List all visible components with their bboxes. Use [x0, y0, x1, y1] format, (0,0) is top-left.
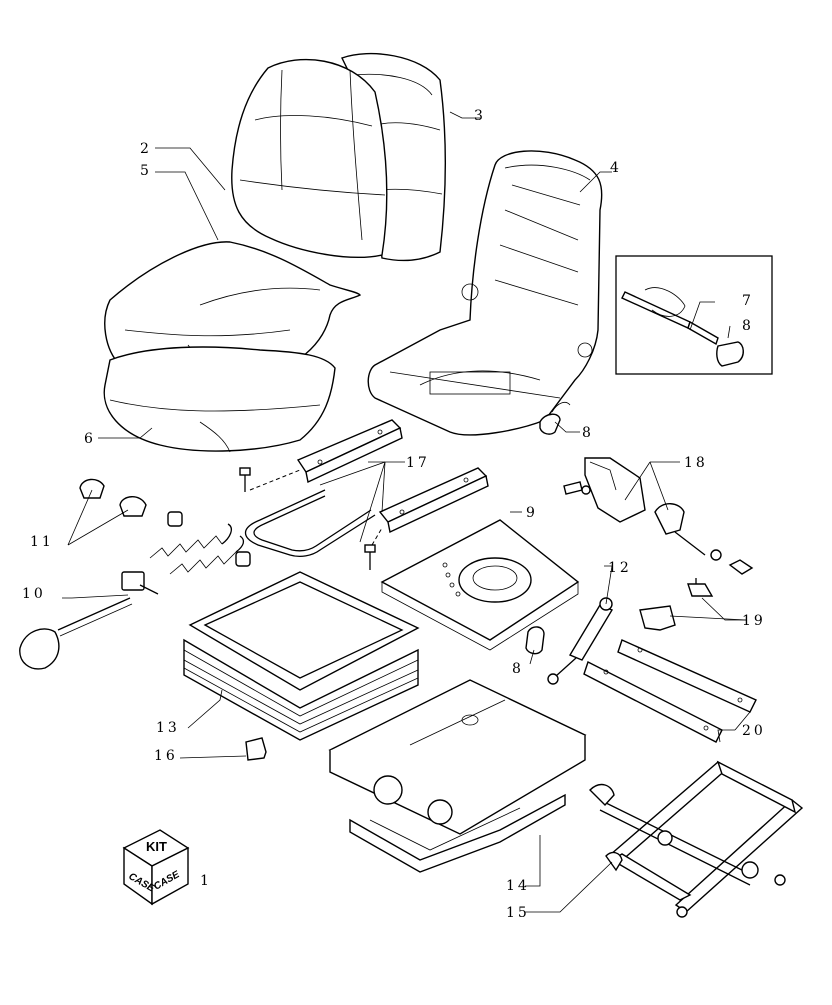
callout-8-inset: 8: [742, 318, 754, 334]
bolt-17a: [239, 467, 301, 492]
cap-16: [245, 737, 267, 761]
callout-14: 14: [506, 878, 530, 894]
backrest-cushion-front: [231, 58, 388, 258]
bushing-part: [539, 401, 571, 435]
callout-4: 4: [610, 160, 622, 176]
kit-box: KIT CASE CASE: [122, 829, 190, 906]
detail-inset-box: [615, 255, 773, 375]
seat-cushion-base: [103, 346, 336, 453]
callout-17: 17: [406, 455, 430, 471]
base-plate: [380, 519, 580, 651]
slide-rail-right: [378, 467, 489, 534]
scissor-frame: [589, 760, 804, 918]
callout-2: 2: [140, 141, 152, 157]
adjuster-knob: [19, 571, 159, 670]
strap-20-lower: [583, 661, 723, 743]
suspension-unit: [328, 679, 587, 873]
bushing-8: [525, 626, 545, 655]
seat-frame: [367, 150, 603, 436]
kit-label: KIT: [146, 839, 167, 854]
callout-1: 1: [200, 873, 212, 889]
callout-18: 18: [684, 455, 708, 471]
callout-20: 20: [742, 723, 766, 739]
callout-8-frame: 8: [582, 425, 594, 441]
callout-12: 12: [608, 560, 632, 576]
callout-15: 15: [506, 905, 530, 921]
rail-bar: [244, 489, 376, 557]
bracket-18: [563, 457, 754, 575]
callout-labels: 1 2 3 4 5 6 7 8 8 8 9 10 11 12 13 14 15 …: [22, 108, 766, 921]
callout-3: 3: [474, 108, 486, 124]
clip-19: [639, 578, 714, 631]
bolt-17b: [364, 527, 383, 570]
spring-set: [149, 511, 251, 575]
slide-rail-left: [296, 419, 403, 484]
callout-13: 13: [156, 720, 180, 736]
callout-16: 16: [154, 748, 178, 764]
callout-10: 10: [22, 586, 46, 602]
callout-8-strut: 8: [512, 661, 524, 677]
leader-lines: [62, 111, 751, 913]
callout-7: 7: [742, 293, 754, 309]
pan-frame: [183, 571, 420, 741]
cap-11b: [119, 496, 147, 517]
callout-5: 5: [140, 163, 152, 179]
cap-11a: [79, 478, 105, 499]
callout-19: 19: [742, 613, 766, 629]
callout-6: 6: [84, 431, 96, 447]
callout-9: 9: [526, 505, 538, 521]
callout-11: 11: [30, 534, 54, 550]
